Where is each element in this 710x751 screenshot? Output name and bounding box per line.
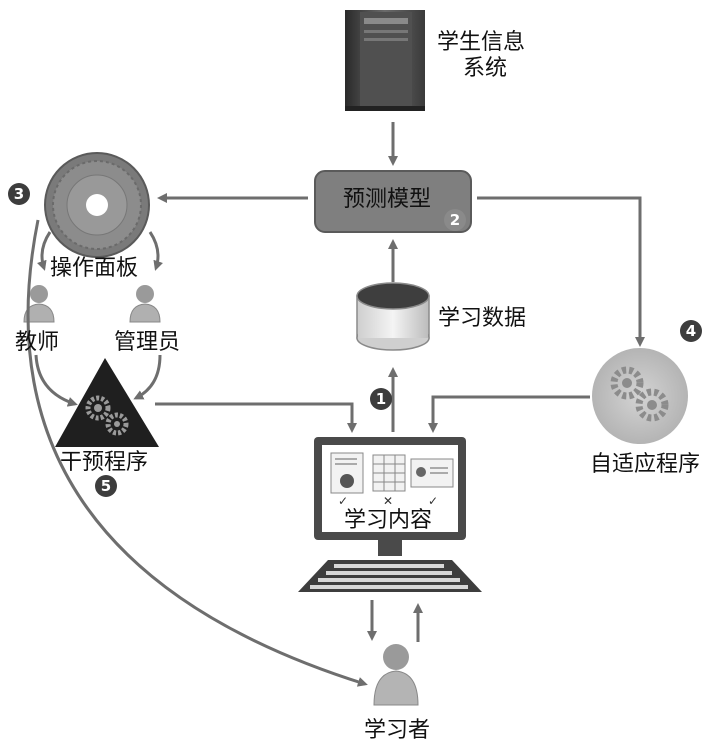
arrow-dial-to-teacher	[37, 231, 52, 271]
svg-text:✓: ✓	[338, 494, 348, 508]
arrow-adaptive-to-monitor	[428, 395, 590, 433]
adaptive-label: 自适应程序	[590, 452, 701, 477]
admin-person-icon	[129, 285, 161, 323]
learner-label: 学习者	[364, 718, 431, 743]
sis-label-line1: 学生信息	[437, 30, 526, 55]
prediction-model-label: 预测模型	[343, 187, 432, 212]
teacher-label: 教师	[15, 330, 60, 355]
arrow-model-to-adaptive	[477, 196, 645, 347]
intervention-label: 干预程序	[60, 450, 149, 475]
arrow-dial-to-admin	[148, 231, 163, 271]
keyboard-icon	[298, 560, 482, 592]
svg-text:✓: ✓	[428, 494, 438, 508]
svg-text:✕: ✕	[383, 494, 393, 508]
adaptive-gears-icon	[592, 348, 688, 444]
prediction-model-box	[314, 170, 472, 233]
admin-label: 管理员	[114, 330, 181, 355]
badge-1: 1	[370, 388, 392, 410]
server-icon	[345, 10, 425, 111]
teacher-person-icon	[23, 285, 55, 323]
badge-5: 5	[95, 475, 117, 497]
intervention-triangle-icon	[55, 358, 159, 447]
badge-4: 4	[680, 320, 702, 342]
arrow-admin-to-intervention	[133, 354, 162, 400]
arrow-teacher-to-intervention	[34, 354, 78, 407]
arrows	[26, 122, 645, 687]
arrow-intervention-to-monitor	[155, 402, 357, 433]
dashboard-label: 操作面板	[50, 256, 139, 281]
learner-person-icon	[373, 644, 419, 706]
learning-data-label: 学习数据	[438, 306, 527, 331]
database-icon	[356, 282, 430, 351]
sis-label-line2: 系统	[463, 56, 508, 81]
badge-3: 3	[8, 183, 30, 205]
arrow-dial-to-learner	[26, 219, 368, 687]
badge-2: 2	[444, 209, 466, 231]
dashboard-dial-icon	[44, 152, 150, 258]
learning-content-label: 学习内容	[344, 508, 433, 533]
monitor-icon: ✓ ✕ ✓	[314, 437, 466, 556]
